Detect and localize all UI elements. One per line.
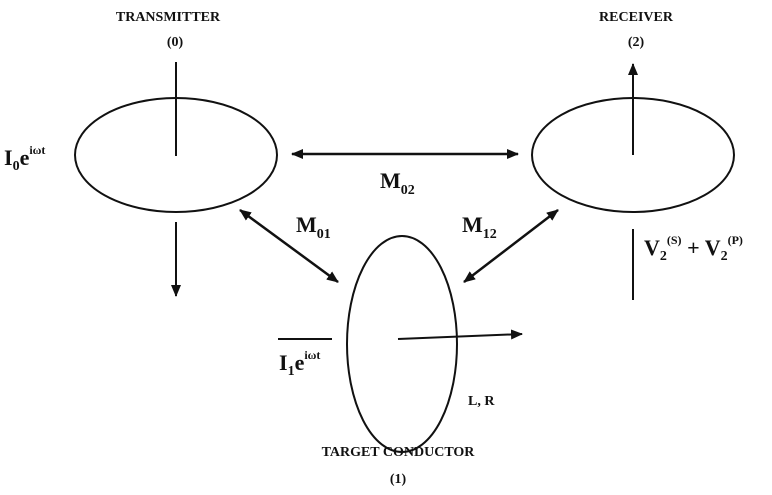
target-params: L, R	[468, 394, 495, 409]
transmitter-index: (0)	[167, 35, 184, 50]
target-title: TARGET CONDUCTOR	[322, 445, 476, 460]
transmitter-title: TRANSMITTER	[116, 10, 221, 25]
m01-label: M01	[296, 212, 331, 242]
target-coil	[346, 235, 458, 453]
receiver-node: RECEIVER (2)	[531, 10, 735, 300]
i1-label: I1eiωt	[279, 348, 320, 379]
m02-label: M02	[380, 168, 415, 198]
receiver-index: (2)	[628, 35, 645, 50]
transmitter-node: TRANSMITTER (0)	[74, 10, 278, 297]
target-index: (1)	[390, 472, 407, 487]
m12-label: M12	[462, 212, 497, 242]
receiver-title: RECEIVER	[599, 10, 674, 25]
m01-arrow	[239, 208, 339, 284]
i0-label: I0eiωt	[4, 143, 45, 174]
target-node: L, R TARGET CONDUCTOR (1)	[278, 235, 523, 487]
m12-arrow	[463, 209, 559, 283]
target-field-arrow-right	[397, 329, 523, 340]
v2-label: V2(S) + V2(P)	[644, 233, 743, 264]
